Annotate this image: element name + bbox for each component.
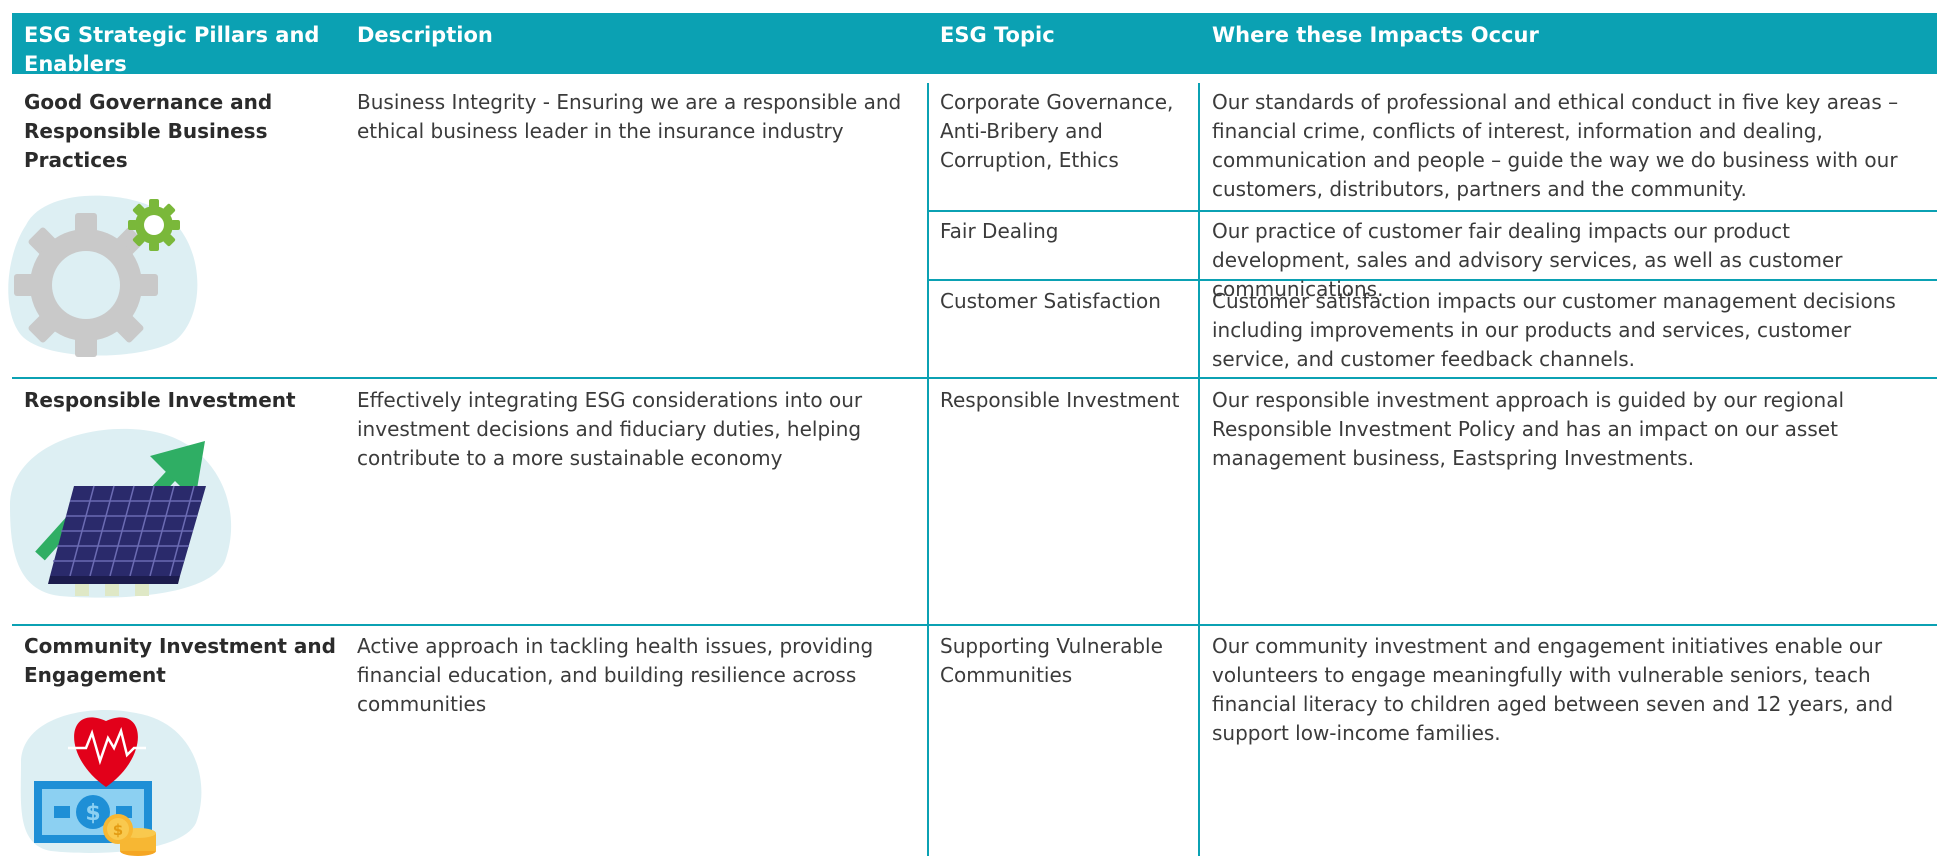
row-divider-1b bbox=[927, 279, 1937, 281]
impact-responsible-investment: Our responsible investment approach is g… bbox=[1212, 388, 1845, 470]
topic-supporting-vulnerable-communities: Supporting Vulnerable Communities bbox=[940, 634, 1163, 687]
pillar-governance: Good Governance and Responsible Business… bbox=[24, 90, 273, 172]
column-divider-1 bbox=[927, 83, 929, 856]
topic-fair-dealing: Fair Dealing bbox=[940, 219, 1059, 243]
topic-corporate-governance: Corporate Governance, Anti-Bribery and C… bbox=[940, 90, 1174, 172]
header-description: Description bbox=[357, 23, 493, 47]
topic-responsible-investment: Responsible Investment bbox=[940, 388, 1180, 412]
row-divider-2 bbox=[12, 377, 1937, 379]
growth-arrow-solar-panel-icon bbox=[10, 428, 232, 598]
svg-text:$: $ bbox=[113, 821, 123, 839]
header-pillars: ESG Strategic Pillars and Enablers bbox=[24, 23, 320, 76]
svg-text:$: $ bbox=[85, 801, 100, 826]
description-community-investment: Active approach in tackling health issue… bbox=[357, 634, 874, 716]
esg-table: ESG Strategic Pillars and Enablers Descr… bbox=[8, 13, 1937, 856]
column-divider-2 bbox=[1198, 83, 1200, 856]
impact-supporting-vulnerable-communities: Our community investment and engagement … bbox=[1212, 634, 1894, 745]
header-esg-topic: ESG Topic bbox=[940, 23, 1055, 47]
row-divider-3 bbox=[12, 624, 1937, 626]
description-responsible-investment: Effectively integrating ESG consideratio… bbox=[357, 388, 863, 470]
table-header: ESG Strategic Pillars and Enablers Descr… bbox=[12, 13, 1937, 76]
topic-customer-satisfaction: Customer Satisfaction bbox=[940, 289, 1161, 313]
description-governance: Business Integrity - Ensuring we are a r… bbox=[357, 90, 902, 143]
impact-customer-satisfaction: Customer satisfaction impacts our custom… bbox=[1212, 289, 1896, 371]
gear-icon bbox=[8, 195, 198, 357]
row-divider-1a bbox=[927, 210, 1937, 212]
header-impacts: Where these Impacts Occur bbox=[1212, 23, 1539, 47]
heart-money-icon: $ $ bbox=[20, 710, 202, 856]
impact-corporate-governance: Our standards of professional and ethica… bbox=[1212, 90, 1899, 201]
pillar-responsible-investment: Responsible Investment bbox=[24, 388, 296, 412]
impact-fair-dealing: Our practice of customer fair dealing im… bbox=[1212, 219, 1843, 301]
pillar-community-investment: Community Investment and Engagement bbox=[24, 634, 336, 687]
